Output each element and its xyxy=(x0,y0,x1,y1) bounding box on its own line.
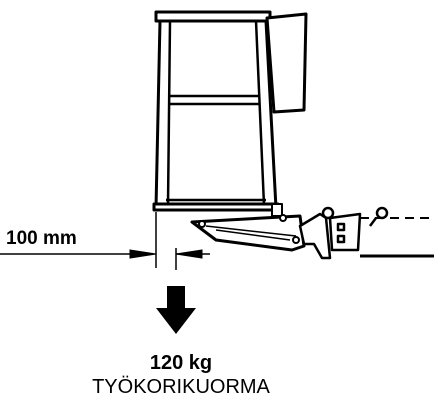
basket-bracket xyxy=(190,203,306,252)
offset-dimension-label: 100 mm xyxy=(6,228,77,249)
boom-attachment xyxy=(298,206,389,260)
control-box xyxy=(265,12,308,114)
load-arrow-icon xyxy=(156,286,196,334)
offset-dimension xyxy=(0,212,210,270)
work-basket xyxy=(152,10,280,212)
boom xyxy=(360,217,434,258)
basket-load-caption: TYÖKORIKUORMA xyxy=(92,376,270,398)
load-weight-label: 120 kg xyxy=(149,352,213,374)
